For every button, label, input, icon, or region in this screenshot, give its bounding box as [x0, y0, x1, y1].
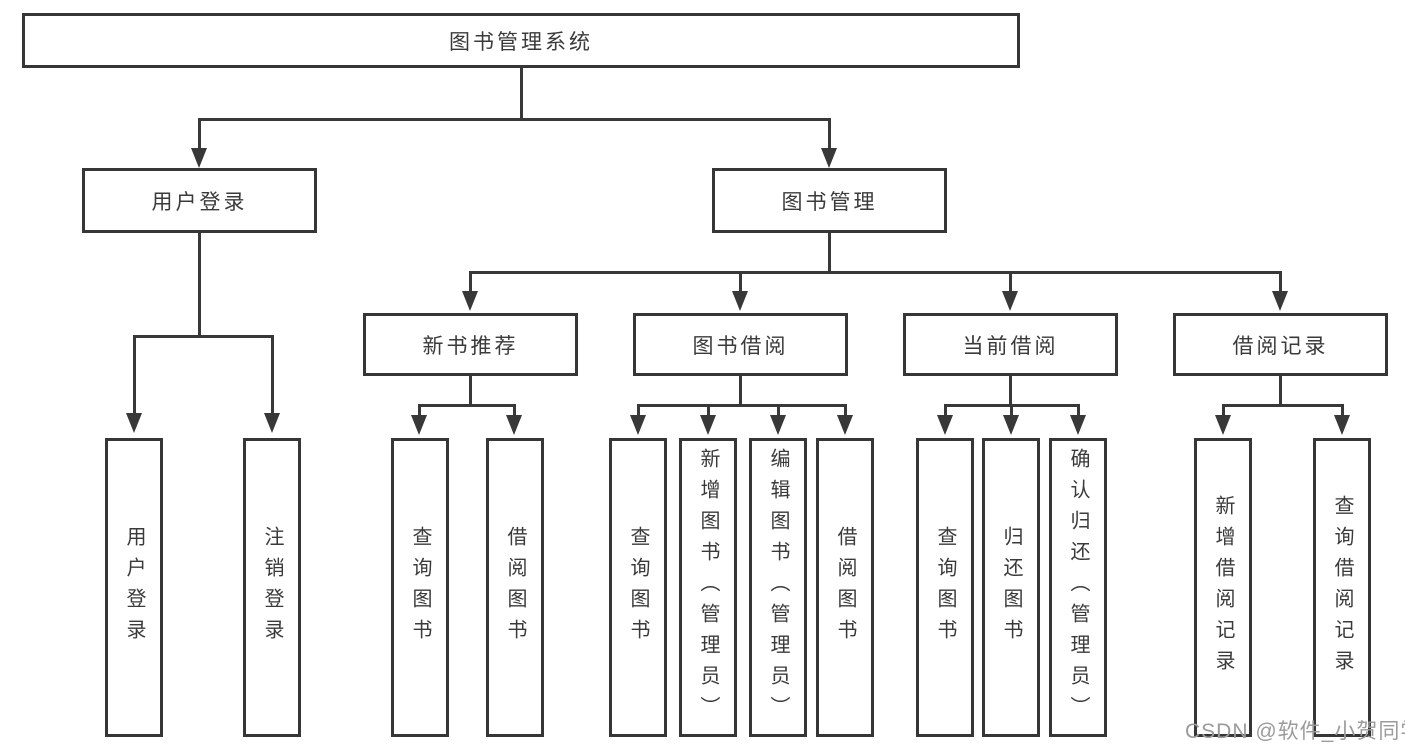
- arrow-down-icon: [1003, 415, 1019, 435]
- arrow-down-icon: [1215, 415, 1231, 435]
- connector-line: [637, 404, 847, 407]
- node-label: 查询借阅记录: [1331, 494, 1353, 681]
- connector-line: [469, 376, 472, 407]
- arrow-down-icon: [126, 413, 142, 433]
- arrow-down-icon: [821, 148, 837, 168]
- leaf-query-books-current: 查询图书: [916, 438, 974, 737]
- node-label: 当前借阅: [962, 334, 1059, 358]
- node-library-system: 图书管理系统: [22, 13, 1020, 68]
- arrow-down-icon: [770, 415, 786, 435]
- connector-line: [944, 404, 947, 417]
- arrow-down-icon: [1002, 291, 1018, 311]
- connector-line: [828, 233, 831, 274]
- leaf-query-books-borrowing: 查询图书: [609, 438, 667, 737]
- connector-line: [1279, 271, 1282, 293]
- connector-line: [1009, 271, 1012, 293]
- leaf-add-borrow-record: 新增借阅记录: [1194, 438, 1252, 737]
- node-label: 借阅记录: [1232, 334, 1329, 358]
- arrow-down-icon: [191, 148, 207, 168]
- arrow-down-icon: [1272, 291, 1288, 311]
- connector-line: [520, 68, 523, 121]
- leaf-borrow-books-recommend: 借阅图书: [486, 438, 544, 737]
- connector-line: [777, 404, 780, 417]
- arrow-down-icon: [630, 415, 646, 435]
- node-label: 借阅图书: [504, 525, 526, 650]
- node-label: 借阅图书: [834, 525, 856, 650]
- connector-line: [133, 335, 274, 338]
- node-label: 确认归还（管理员）: [1067, 448, 1089, 727]
- connector-line: [1222, 404, 1225, 417]
- connector-line: [1222, 404, 1344, 407]
- node-label: 用户登录: [123, 525, 145, 650]
- connector-line: [198, 233, 201, 338]
- arrow-down-icon: [732, 291, 748, 311]
- leaf-return-books: 归还图书: [982, 438, 1040, 737]
- leaf-add-books-admin: 新增图书（管理员）: [679, 438, 737, 737]
- leaf-user-login: 用户登录: [105, 438, 163, 737]
- connector-line: [418, 404, 516, 407]
- node-borrowing-records: 借阅记录: [1173, 313, 1388, 376]
- connector-line: [739, 271, 742, 293]
- node-label: 新增借阅记录: [1212, 494, 1234, 681]
- arrow-down-icon: [411, 415, 427, 435]
- arrow-down-icon: [700, 415, 716, 435]
- connector-line: [844, 404, 847, 417]
- arrow-down-icon: [837, 415, 853, 435]
- node-current-borrowing: 当前借阅: [903, 313, 1118, 376]
- node-label: 查询图书: [934, 525, 956, 650]
- connector-line: [1009, 376, 1012, 407]
- node-label: 新增图书（管理员）: [697, 448, 719, 727]
- node-book-borrowing: 图书借阅: [633, 313, 848, 376]
- leaf-confirm-return-admin: 确认归还（管理员）: [1049, 438, 1107, 737]
- connector-line: [739, 376, 742, 407]
- node-user-login-group: 用户登录: [82, 168, 317, 233]
- leaf-query-borrow-record: 查询借阅记录: [1313, 438, 1371, 737]
- connector-line: [1010, 404, 1013, 417]
- connector-line: [469, 271, 472, 293]
- arrow-down-icon: [937, 415, 953, 435]
- connector-line: [1077, 404, 1080, 417]
- connector-line: [828, 118, 831, 151]
- leaf-logout: 注销登录: [243, 438, 301, 737]
- connector-line: [637, 404, 640, 417]
- watermark: CSDN @软件_小贺同学: [1185, 720, 1405, 743]
- arrow-down-icon: [264, 413, 280, 433]
- arrow-down-icon: [1334, 415, 1350, 435]
- connector-line: [133, 335, 136, 415]
- node-label: 用户登录: [151, 190, 248, 214]
- arrow-down-icon: [1070, 415, 1086, 435]
- leaf-borrow-books: 借阅图书: [816, 438, 874, 737]
- connector-line: [198, 118, 201, 151]
- node-new-book-recommend: 新书推荐: [363, 313, 578, 376]
- node-label: 归还图书: [1000, 525, 1022, 650]
- leaf-edit-books-admin: 编辑图书（管理员）: [749, 438, 807, 737]
- arrow-down-icon: [462, 291, 478, 311]
- node-book-management: 图书管理: [712, 168, 947, 233]
- connector-line: [707, 404, 710, 417]
- node-label: 图书管理系统: [449, 30, 593, 54]
- node-label: 注销登录: [261, 525, 283, 650]
- connector-line: [469, 271, 1282, 274]
- node-label: 图书管理: [781, 190, 878, 214]
- leaf-query-books-recommend: 查询图书: [391, 438, 449, 737]
- node-label: 查询图书: [627, 525, 649, 650]
- node-label: 图书借阅: [692, 334, 789, 358]
- connector-line: [1279, 376, 1282, 407]
- arrow-down-icon: [506, 415, 522, 435]
- node-label: 新书推荐: [422, 334, 519, 358]
- connector-line: [271, 335, 274, 415]
- connector-line: [513, 404, 516, 417]
- connector-line: [418, 404, 421, 417]
- node-label: 查询图书: [409, 525, 431, 650]
- connector-line: [1341, 404, 1344, 417]
- connector-line: [198, 118, 831, 121]
- node-label: 编辑图书（管理员）: [767, 448, 789, 727]
